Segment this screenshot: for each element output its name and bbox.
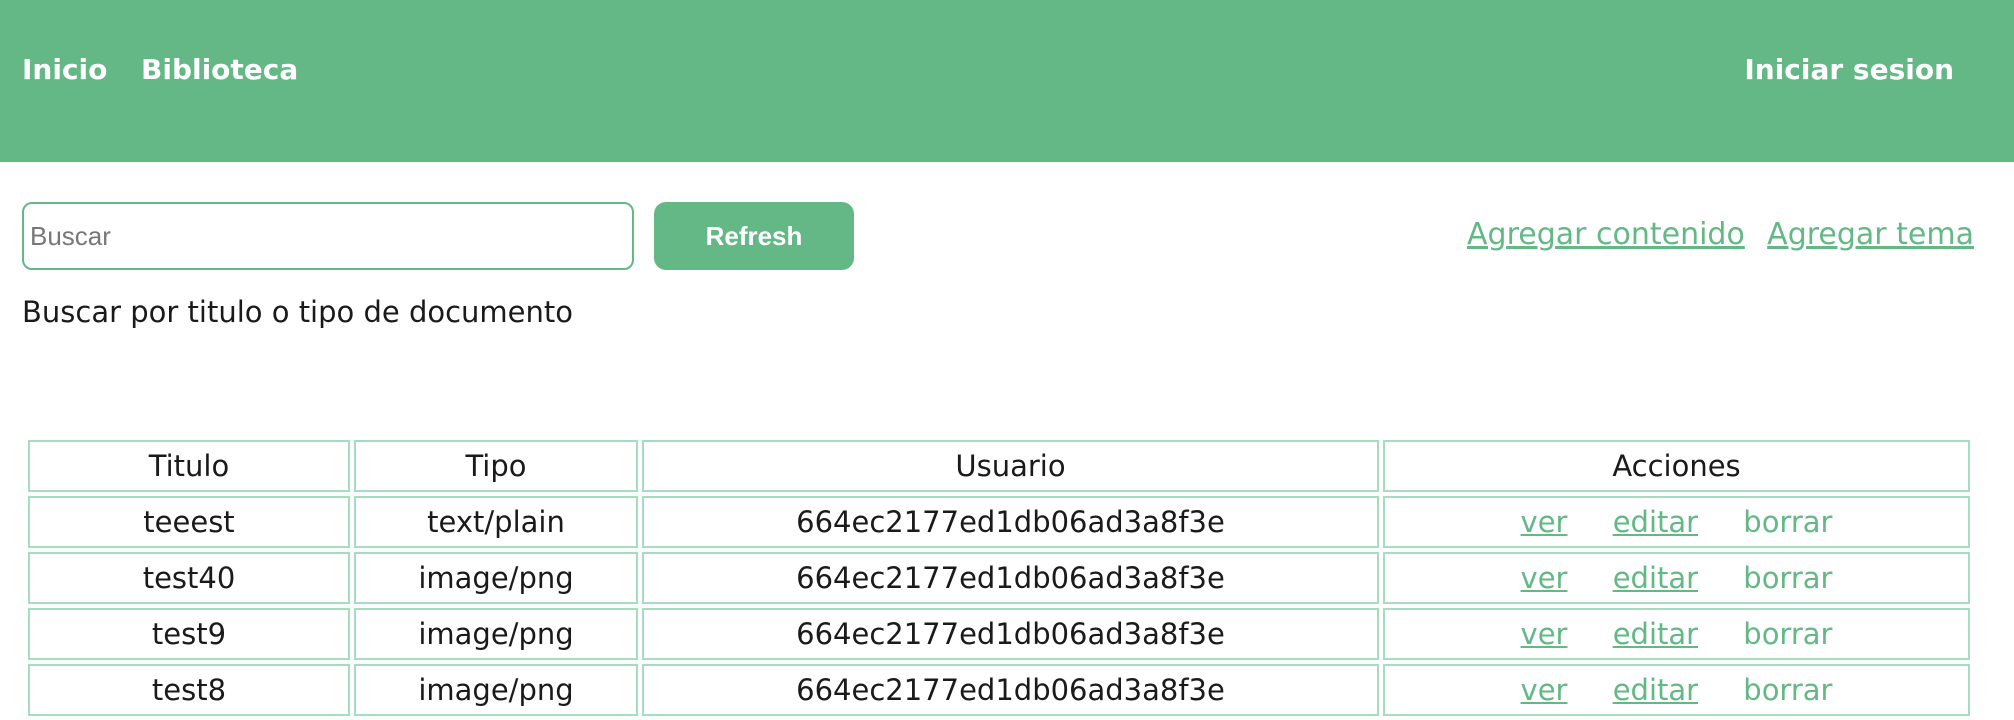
column-header-acciones: Acciones — [1383, 440, 1970, 492]
delete-link[interactable]: borrar — [1743, 505, 1833, 539]
cell-tipo: image/png — [354, 664, 638, 716]
cell-tipo: image/png — [354, 608, 638, 660]
table-header-row: Titulo Tipo Usuario Acciones — [28, 440, 1970, 492]
cell-acciones: ver editar borrar — [1383, 496, 1970, 548]
cell-usuario: 664ec2177ed1db06ad3a8f3e — [642, 552, 1379, 604]
nav-link-inicio[interactable]: Inicio — [22, 53, 108, 86]
table-row: test8 image/png 664ec2177ed1db06ad3a8f3e… — [28, 664, 1970, 716]
view-link[interactable]: ver — [1520, 561, 1568, 595]
view-link[interactable]: ver — [1520, 617, 1568, 651]
add-topic-link[interactable]: Agregar tema — [1767, 217, 1974, 252]
cell-tipo: text/plain — [354, 496, 638, 548]
view-link[interactable]: ver — [1520, 673, 1568, 707]
refresh-button[interactable]: Refresh — [654, 202, 854, 270]
column-header-usuario: Usuario — [642, 440, 1379, 492]
nav-link-biblioteca[interactable]: Biblioteca — [141, 53, 299, 86]
top-navbar: Inicio Biblioteca Iniciar sesion — [0, 0, 2014, 162]
edit-link[interactable]: editar — [1612, 561, 1699, 595]
column-header-titulo: Titulo — [28, 440, 350, 492]
table-row: test9 image/png 664ec2177ed1db06ad3a8f3e… — [28, 608, 1970, 660]
cell-usuario: 664ec2177ed1db06ad3a8f3e — [642, 664, 1379, 716]
edit-link[interactable]: editar — [1612, 617, 1699, 651]
cell-tipo: image/png — [354, 552, 638, 604]
edit-link[interactable]: editar — [1612, 673, 1699, 707]
view-link[interactable]: ver — [1520, 505, 1568, 539]
cell-titulo: teeest — [28, 496, 350, 548]
cell-titulo: test40 — [28, 552, 350, 604]
cell-acciones: ver editar borrar — [1383, 608, 1970, 660]
nav-link-iniciar-sesion[interactable]: Iniciar sesion — [1744, 53, 1954, 86]
table-row: teeest text/plain 664ec2177ed1db06ad3a8f… — [28, 496, 1970, 548]
delete-link[interactable]: borrar — [1743, 617, 1833, 651]
search-hint: Buscar por titulo o tipo de documento — [22, 295, 574, 329]
delete-link[interactable]: borrar — [1743, 561, 1833, 595]
cell-usuario: 664ec2177ed1db06ad3a8f3e — [642, 608, 1379, 660]
table-row: test40 image/png 664ec2177ed1db06ad3a8f3… — [28, 552, 1970, 604]
cell-usuario: 664ec2177ed1db06ad3a8f3e — [642, 496, 1379, 548]
cell-titulo: test8 — [28, 664, 350, 716]
column-header-tipo: Tipo — [354, 440, 638, 492]
add-content-link[interactable]: Agregar contenido — [1467, 217, 1745, 252]
cell-acciones: ver editar borrar — [1383, 552, 1970, 604]
cell-titulo: test9 — [28, 608, 350, 660]
cell-acciones: ver editar borrar — [1383, 664, 1970, 716]
edit-link[interactable]: editar — [1612, 505, 1699, 539]
search-input[interactable] — [22, 202, 634, 270]
documents-table: Titulo Tipo Usuario Acciones teeest text… — [24, 436, 1974, 720]
delete-link[interactable]: borrar — [1743, 673, 1833, 707]
